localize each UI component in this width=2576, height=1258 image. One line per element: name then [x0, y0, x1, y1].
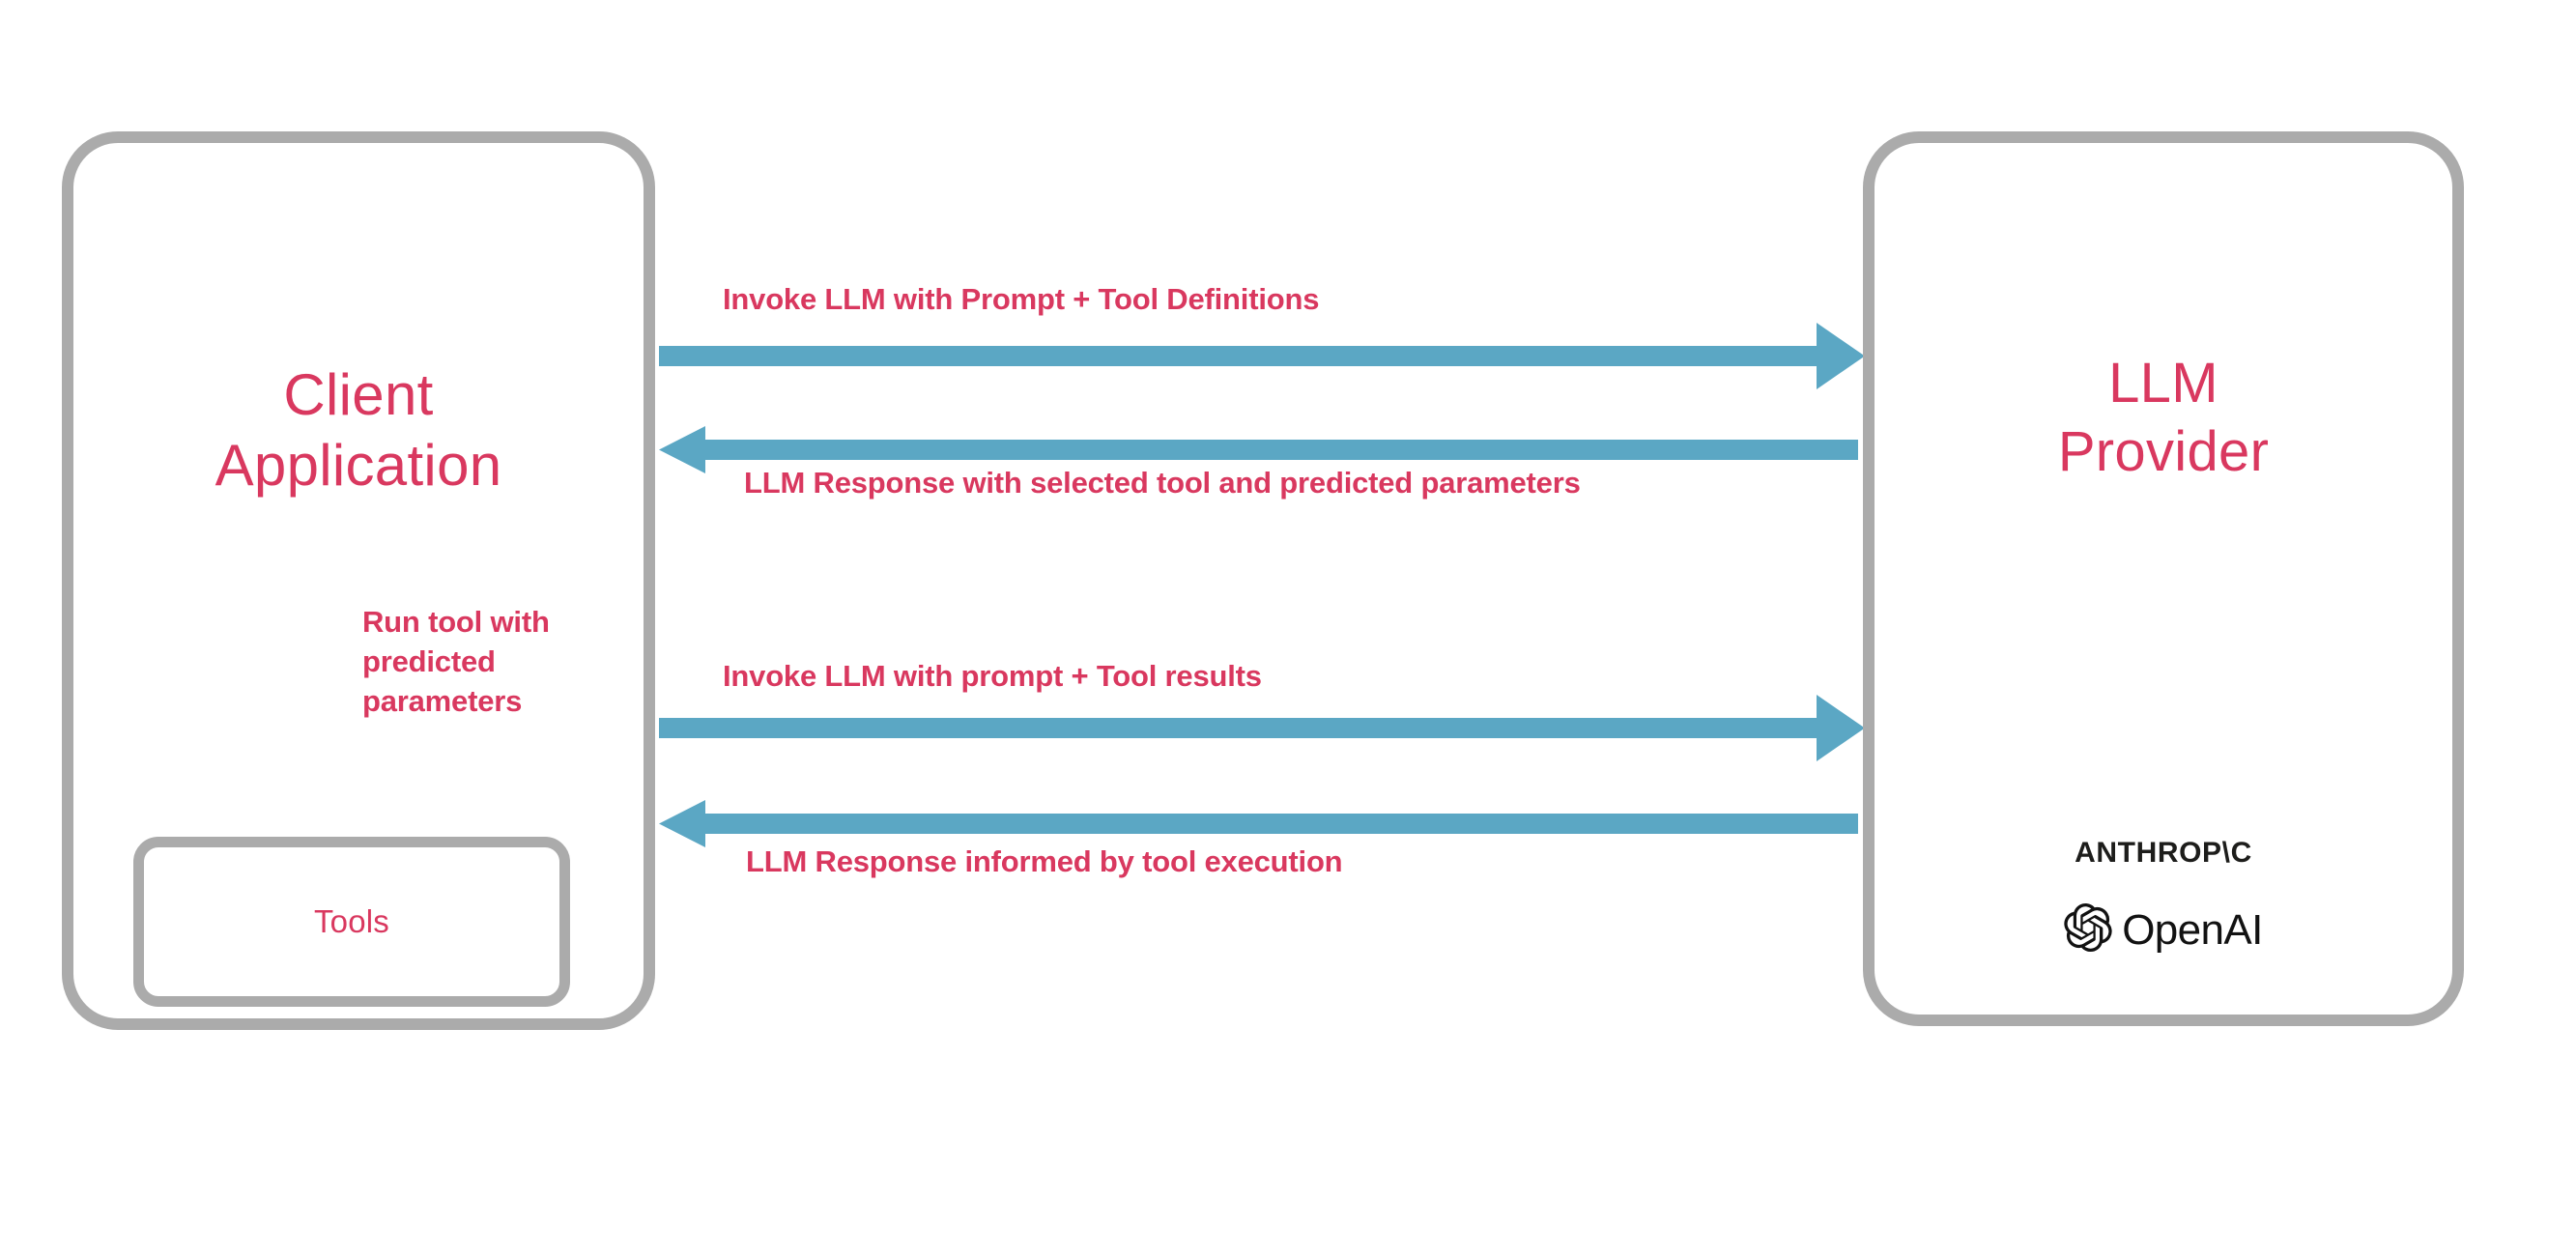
client-title-line-1: Client [283, 362, 434, 427]
llm-provider-box [1863, 131, 2464, 1026]
provider-title-line-2: Provider [2057, 419, 2270, 483]
flow-label-invoke-1: Invoke LLM with Prompt + Tool Definition… [723, 282, 1320, 316]
tools-box: Tools [133, 837, 570, 1007]
flow-label-run-tool: Run tool with predicted parameters [362, 605, 550, 718]
flow-label-response-2: LLM Response informed by tool execution [746, 844, 1343, 878]
openai-logo: OpenAI [1863, 903, 2464, 957]
openai-logo-icon [2064, 903, 2112, 957]
client-title-line-2: Application [215, 433, 502, 499]
client-application-title: Client Application [62, 359, 655, 500]
arrow-response-2 [659, 800, 1858, 847]
arrow-invoke-2 [659, 695, 1865, 761]
tools-label: Tools [313, 903, 390, 939]
flow-label-response-1: LLM Response with selected tool and pred… [744, 466, 1581, 500]
arrow-response-1 [659, 426, 1858, 473]
llm-provider-title: LLM Provider [1863, 350, 2464, 487]
arrow-invoke-1 [659, 323, 1865, 389]
anthropic-wordmark: ANTHROP\C [2075, 837, 2252, 869]
provider-title-line-1: LLM [2108, 352, 2218, 415]
flow-label-invoke-2: Invoke LLM with prompt + Tool results [723, 659, 1262, 693]
openai-wordmark: OpenAI [2122, 905, 2263, 954]
